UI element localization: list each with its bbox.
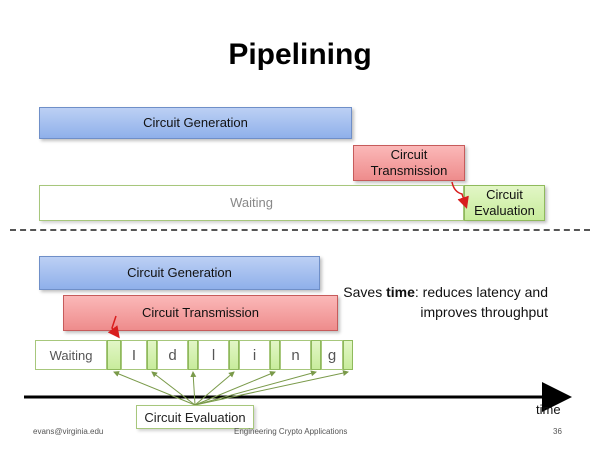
idling-cell-1: I — [121, 340, 147, 370]
note-prefix: Saves — [343, 284, 387, 300]
bottom-circuit-generation-label: Circuit Generation — [127, 265, 232, 280]
top-circuit-generation-bar: Circuit Generation — [39, 107, 352, 139]
footer-email: evans@virginia.edu — [33, 427, 104, 436]
idling-letter-5: n — [291, 346, 300, 364]
idling-letter-4: i — [252, 346, 257, 364]
idling-letter-2: d — [168, 346, 177, 364]
note-bold-time: time — [386, 284, 415, 300]
top-circuit-transmission-label-line2: Transmission — [370, 163, 448, 178]
evaluation-strip-4 — [229, 340, 239, 370]
bottom-circuit-evaluation-label: Circuit Evaluation — [144, 409, 246, 425]
bottom-waiting-cell: Waiting — [35, 340, 107, 370]
evaluation-fan-arrows — [113, 370, 349, 406]
top-circuit-transmission-bar: Circuit Transmission — [353, 145, 465, 181]
evaluation-strip-6 — [311, 340, 321, 370]
footer-title: Engineering Crypto Applications — [234, 427, 348, 436]
evaluation-strip-2 — [147, 340, 157, 370]
idling-letter-3: l — [211, 346, 216, 364]
bottom-transmission-to-idling-arrow — [107, 315, 120, 339]
bottom-waiting-label: Waiting — [49, 347, 93, 363]
idling-cell-2: d — [157, 340, 188, 370]
time-axis-label: time — [536, 402, 561, 417]
bottom-circuit-transmission-bar: Circuit Transmission — [63, 295, 338, 331]
dashed-divider — [10, 229, 590, 231]
top-circuit-evaluation-bar: Circuit Evaluation — [464, 185, 545, 221]
top-circuit-transmission-label-line1: Circuit — [390, 147, 428, 162]
top-waiting-bar: Waiting — [39, 185, 464, 221]
idling-cell-5: n — [280, 340, 311, 370]
top-waiting-label: Waiting — [230, 195, 273, 210]
footer-page-number: 36 — [553, 427, 562, 436]
bottom-circuit-generation-bar: Circuit Generation — [39, 256, 320, 290]
idling-cell-6: g — [321, 340, 343, 370]
slide-title: Pipelining — [228, 38, 372, 71]
idling-cell-3: l — [198, 340, 229, 370]
evaluation-strip-3 — [188, 340, 198, 370]
evaluation-strip-7 — [343, 340, 353, 370]
bottom-circuit-evaluation-box: Circuit Evaluation — [136, 405, 254, 429]
top-transmission-to-evaluation-arrow — [451, 181, 469, 209]
evaluation-strip-5 — [270, 340, 280, 370]
top-circuit-evaluation-label-line1: Circuit — [486, 187, 523, 202]
idling-cell-4: i — [239, 340, 270, 370]
saves-time-note: Saves time: reduces latency and improves… — [328, 282, 548, 322]
bottom-circuit-transmission-label: Circuit Transmission — [141, 305, 260, 320]
evaluation-strip-1 — [107, 340, 121, 370]
idling-letter-6: g — [327, 346, 337, 364]
top-circuit-evaluation-label-line2: Evaluation — [474, 203, 535, 218]
note-suffix: : reduces latency and improves throughpu… — [414, 284, 548, 320]
idling-letter-1: I — [131, 346, 137, 364]
top-circuit-generation-label: Circuit Generation — [143, 115, 248, 130]
